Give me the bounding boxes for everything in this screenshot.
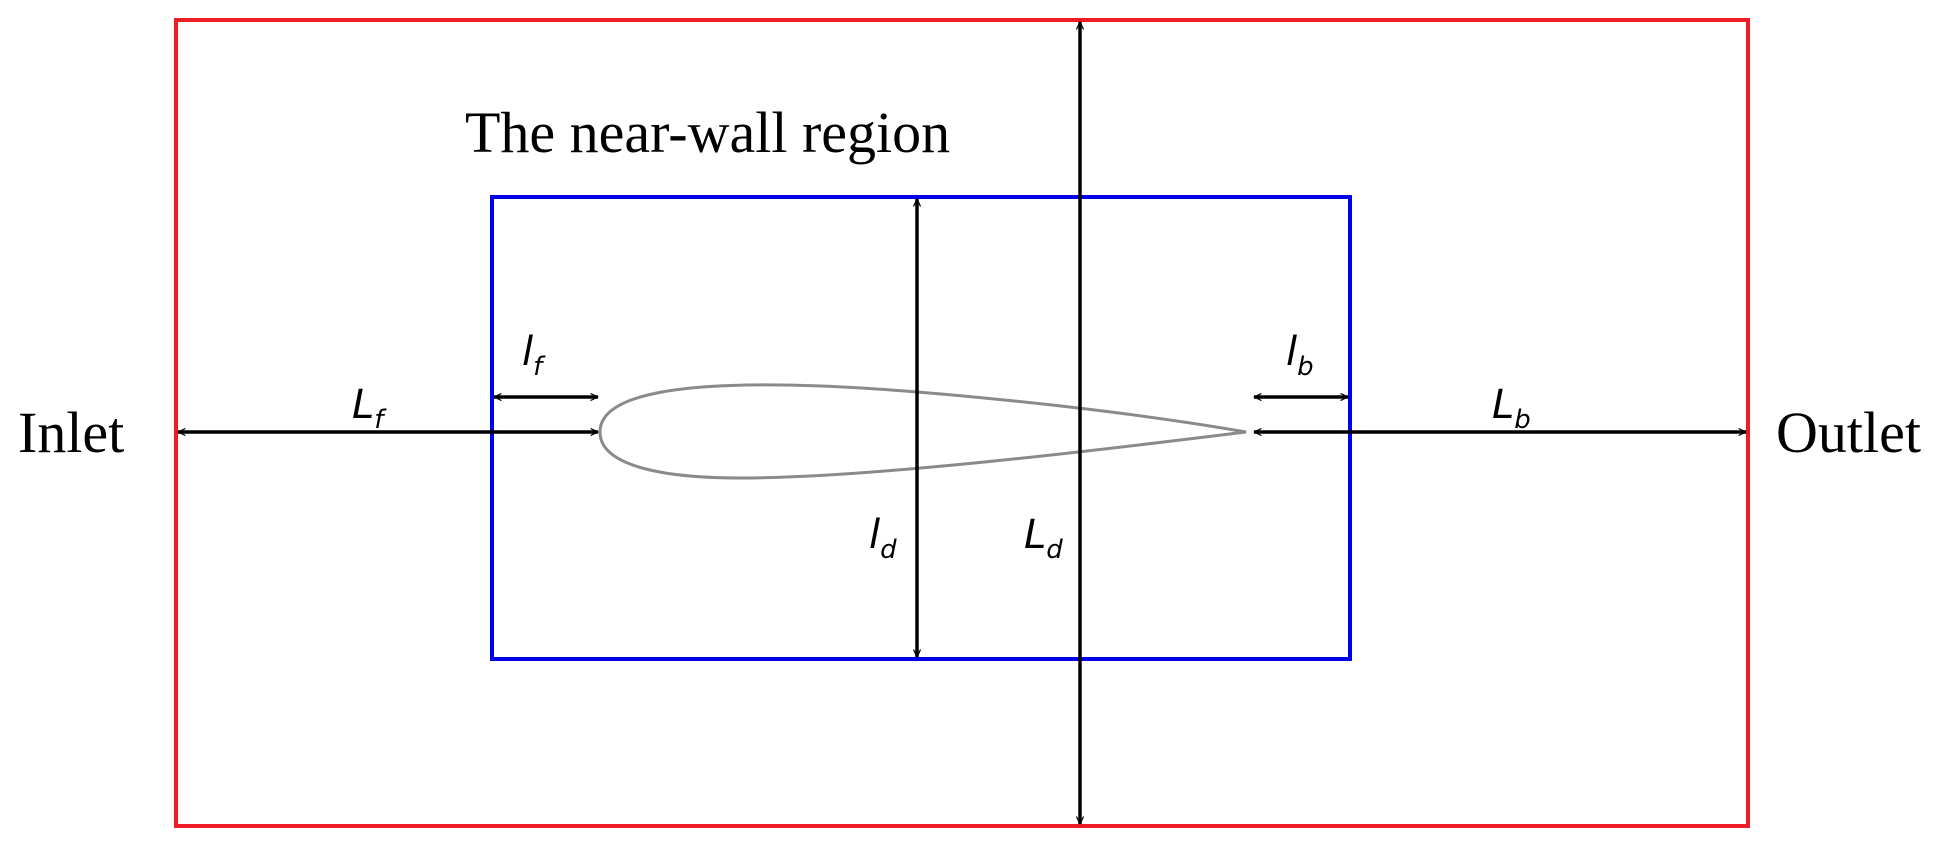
airfoil-profile — [598, 383, 1247, 480]
symbol-L-b: Lb — [1492, 382, 1531, 435]
symbol-L-f: Lf — [352, 382, 387, 435]
dimension-lines — [178, 22, 1746, 824]
symbol-L-d: Ld — [1024, 512, 1063, 565]
near-wall-region-title: The near-wall region — [465, 100, 950, 165]
symbol-l-f: lf — [522, 329, 546, 382]
inlet-label: Inlet — [18, 400, 124, 465]
outlet-label: Outlet — [1776, 400, 1921, 465]
symbol-l-b: lb — [1286, 329, 1314, 382]
symbol-l-d: ld — [869, 512, 897, 565]
outer-domain-boundary — [174, 18, 1750, 828]
